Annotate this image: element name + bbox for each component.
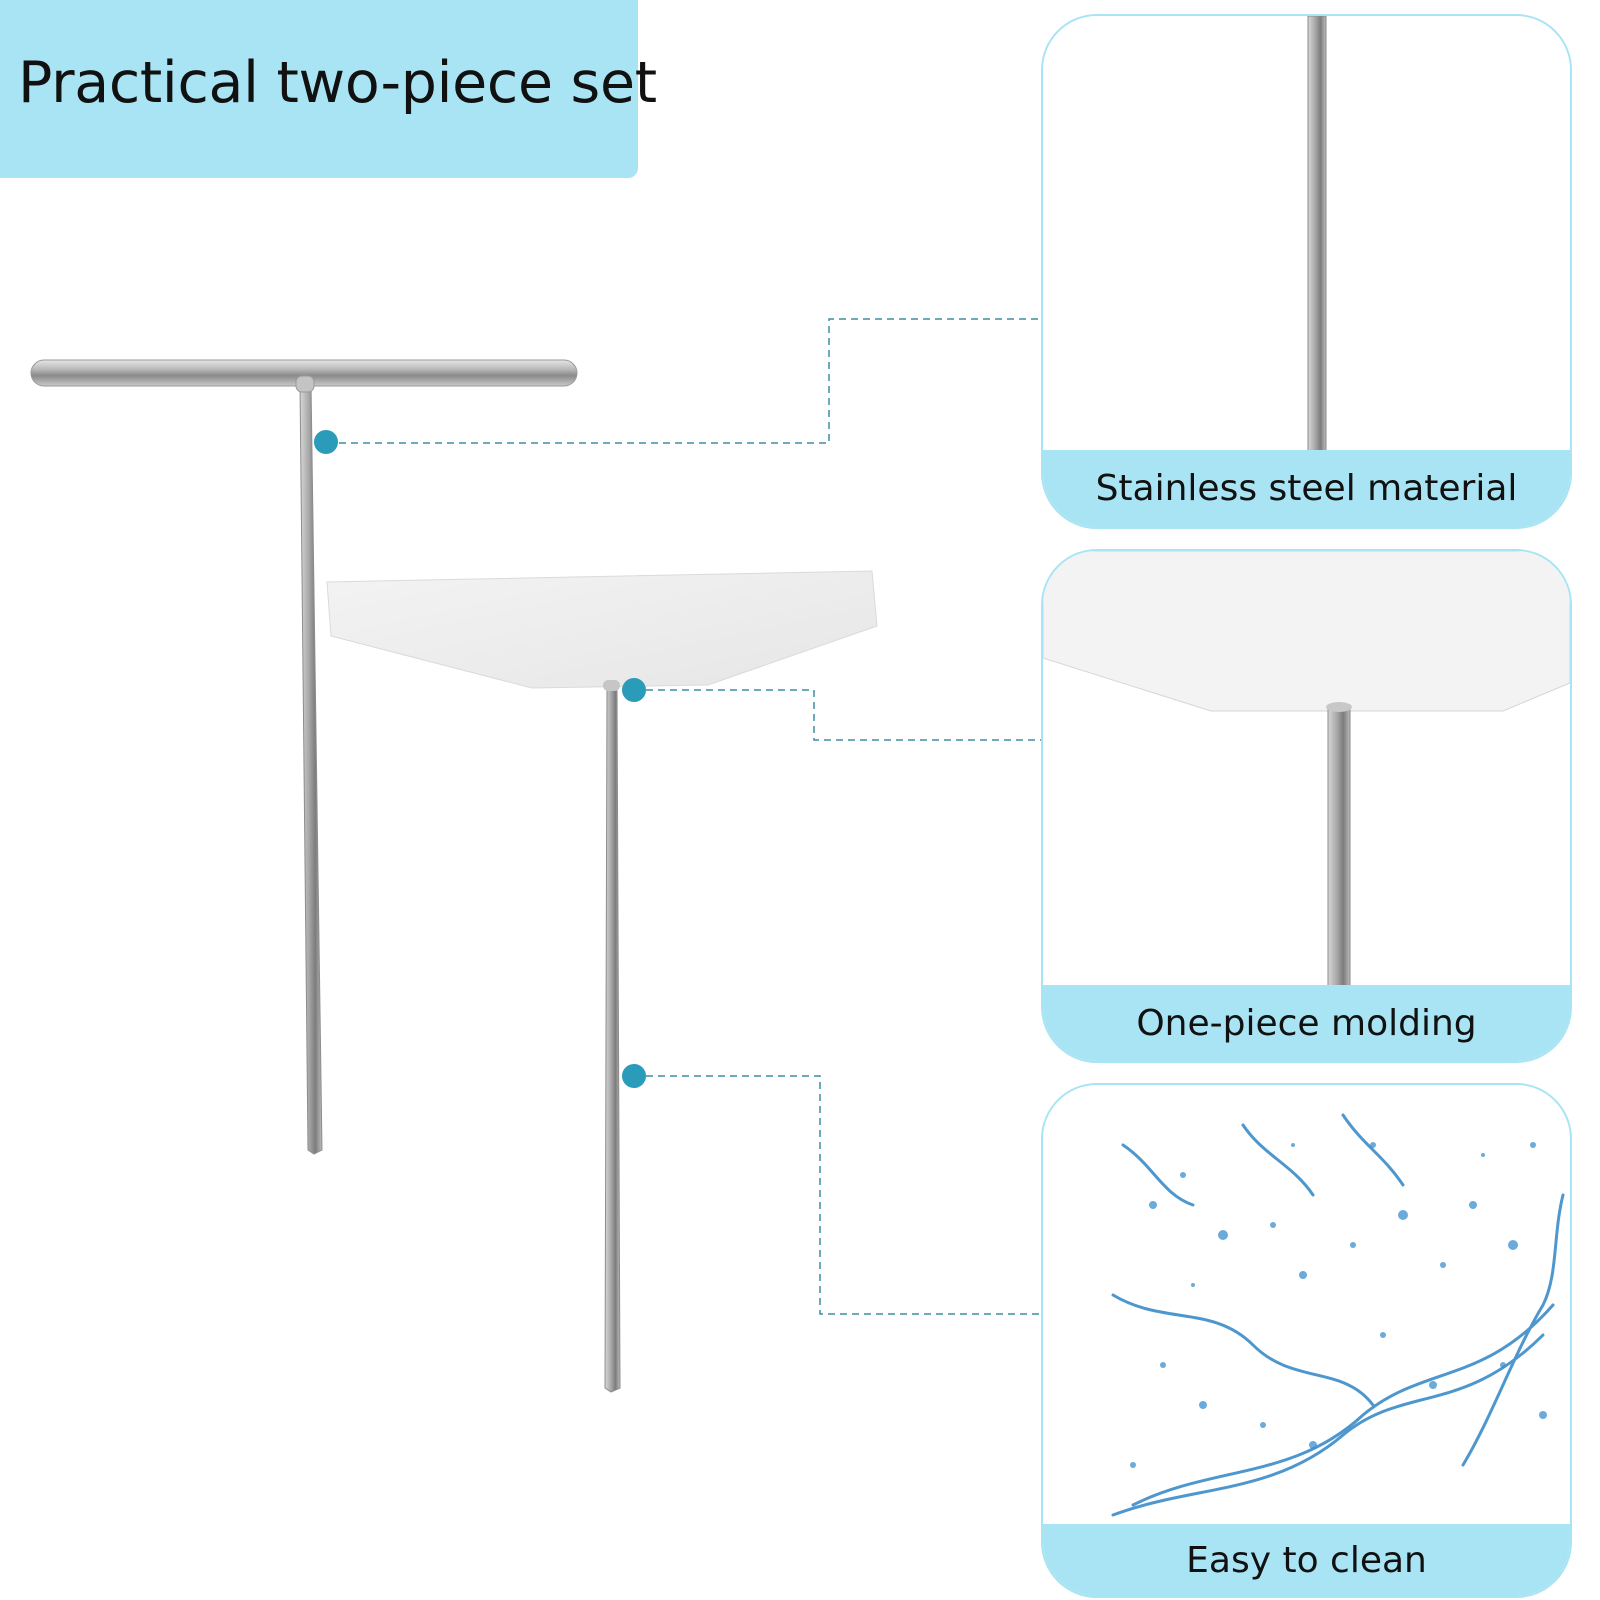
feature-card-stainless-steel: Stainless steel material bbox=[1041, 14, 1572, 529]
t-rake bbox=[30, 359, 578, 1155]
caption-band: Easy to clean bbox=[1043, 1524, 1570, 1596]
t-rake-joint bbox=[295, 375, 315, 393]
callout-dot-1 bbox=[314, 430, 338, 454]
caption-band: One-piece molding bbox=[1043, 985, 1570, 1061]
feature-card-easy-clean: Easy to clean bbox=[1041, 1083, 1572, 1598]
caption-band: Stainless steel material bbox=[1043, 450, 1570, 527]
spreader-joint-closeup-icon bbox=[1043, 551, 1570, 989]
spreader bbox=[326, 570, 878, 1393]
leader-line-1 bbox=[327, 318, 1041, 444]
spreader-handle bbox=[604, 683, 621, 1393]
feature-caption: One-piece molding bbox=[1136, 1002, 1477, 1044]
title-banner: Practical two-piece set bbox=[0, 0, 657, 178]
steel-rod-closeup-icon bbox=[1043, 16, 1570, 454]
water-splash-icon bbox=[1043, 1085, 1570, 1528]
t-rake-handle bbox=[299, 383, 323, 1155]
feature-caption: Stainless steel material bbox=[1095, 468, 1518, 509]
callout-dot-2 bbox=[622, 678, 646, 702]
leader-line-3 bbox=[634, 1075, 1041, 1315]
page-title: Practical two-piece set bbox=[18, 50, 657, 116]
spreader-joint bbox=[603, 680, 620, 691]
spreader-blade bbox=[326, 570, 878, 689]
feature-caption: Easy to clean bbox=[1186, 1539, 1427, 1581]
feature-card-one-piece: One-piece molding bbox=[1041, 549, 1572, 1063]
callout-dot-3 bbox=[622, 1064, 646, 1088]
leader-line-2 bbox=[634, 689, 1041, 741]
